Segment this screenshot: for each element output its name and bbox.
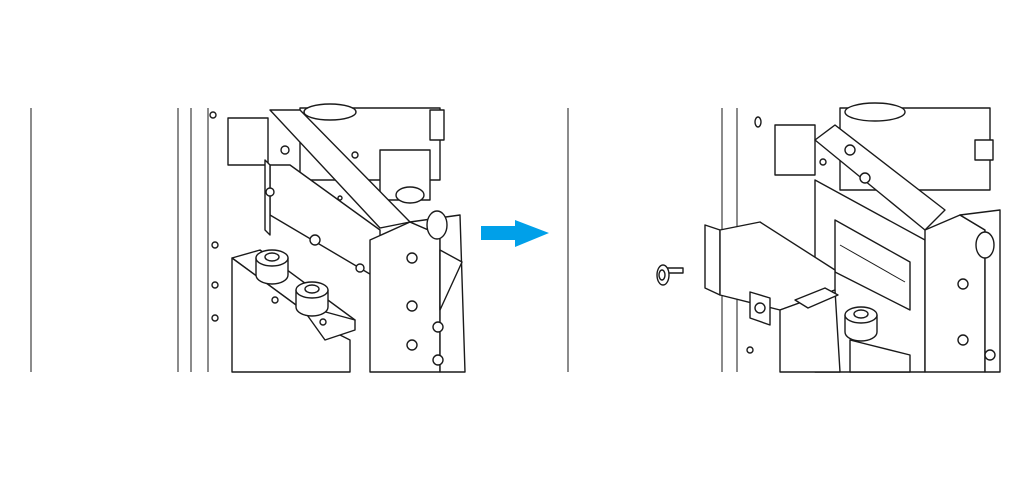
after-panel bbox=[567, 102, 1001, 373]
roller bbox=[295, 281, 329, 317]
side-plate bbox=[369, 210, 466, 373]
inner-frame bbox=[814, 124, 946, 373]
carriage-base bbox=[849, 339, 911, 373]
before-panel bbox=[30, 103, 466, 373]
frame-plate bbox=[177, 108, 219, 372]
roller bbox=[255, 249, 289, 285]
bracket-removed bbox=[704, 221, 841, 373]
roller bbox=[844, 306, 878, 342]
removed-screw-icon bbox=[656, 264, 684, 286]
carriage-with-rollers bbox=[231, 249, 356, 373]
side-plate bbox=[924, 209, 1001, 373]
right-arrow-icon bbox=[481, 220, 549, 247]
